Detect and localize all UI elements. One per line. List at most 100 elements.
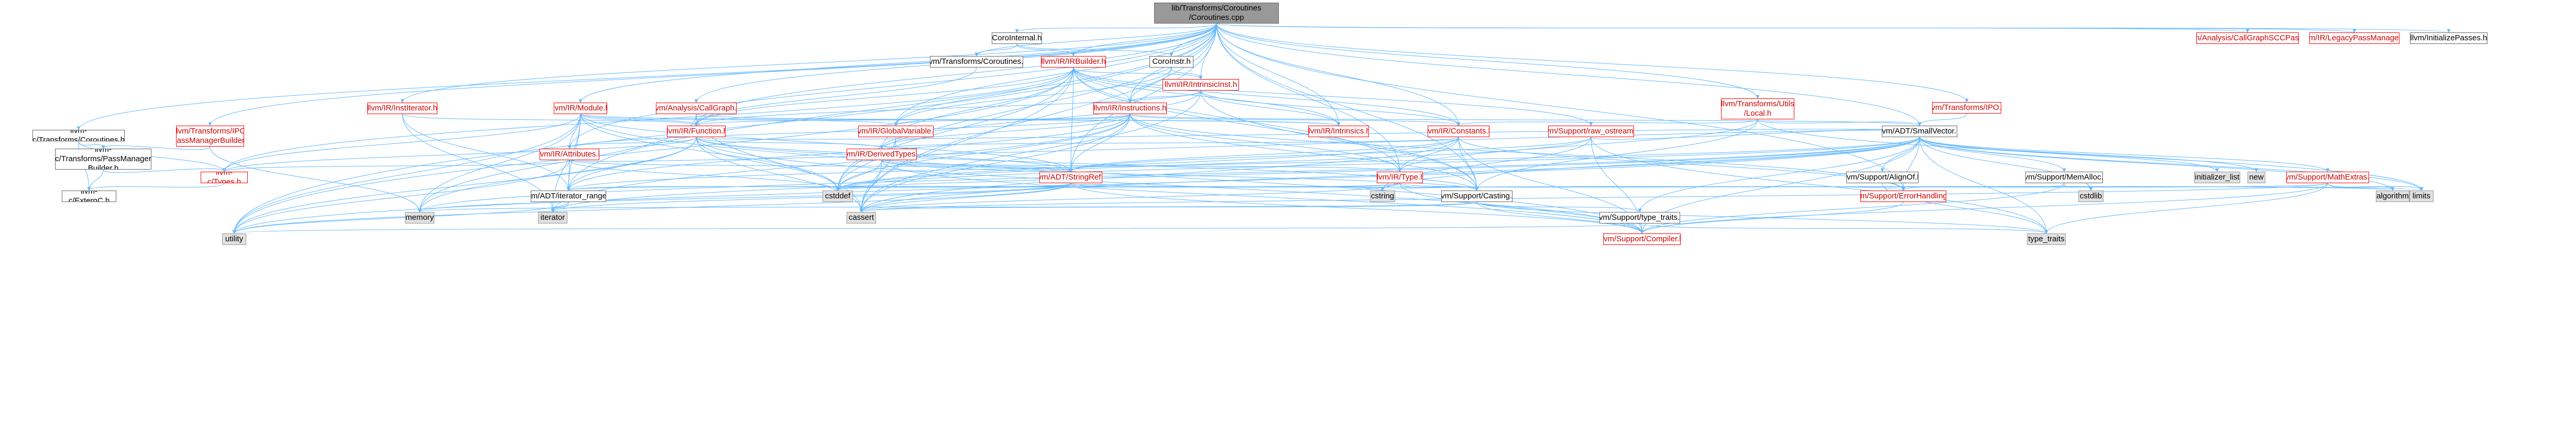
edge-stringref-to-iterrange	[566, 183, 1071, 191]
edge-irmodule-to-globalvar	[580, 114, 898, 126]
edge-llvmcTypes-to-externc	[87, 183, 225, 191]
node-transIpoPMB[interactable]: llvm/Transforms/IPO /PassManagerBuilder.…	[176, 126, 244, 147]
edge-irtype-to-cassert	[859, 183, 1400, 213]
edge-casting-to-compiler	[1476, 202, 1644, 234]
edge-mathextras-to-typetraits	[2044, 183, 2328, 234]
node-alignof[interactable]: llvm/Support/AlignOf.h	[1846, 172, 1919, 183]
edge-tuLocal-to-irtype	[1398, 119, 1758, 172]
edge-constants-to-derivedtypes	[880, 137, 1459, 149]
edge-stringref-to-memory	[418, 183, 1071, 213]
edge-irbuilder-to-globalvar	[894, 67, 1074, 126]
node-irfunction[interactable]: llvm/IR/Function.h	[667, 126, 726, 137]
edge-root-to-irtype	[1216, 23, 1402, 172]
edge-instructions-to-irfunction	[694, 114, 1131, 126]
edge-irfunction-to-llvmcTypes	[222, 137, 697, 172]
edge-typetraits_llvm-to-typetraits	[1639, 223, 2048, 234]
edge-attributes-to-smallvector	[569, 128, 1921, 162]
edge-tuLocal-to-limits	[1757, 119, 2424, 191]
edge-derivedtypes-to-casting	[881, 160, 1479, 191]
edge-instructions-to-cassert	[859, 114, 1131, 213]
node-initpasses[interactable]: llvm/InitializePasses.h	[2410, 32, 2487, 44]
edge-smallvector-to-mathextras	[1919, 137, 2330, 172]
edge-irtype-to-compiler	[1399, 183, 1644, 234]
edge-instructions-to-casting	[1130, 114, 1479, 191]
edge-root-to-transIpoPMB	[208, 23, 1217, 126]
edge-irbuilder-to-instructions	[1073, 67, 1132, 103]
node-irtype[interactable]: llvm/IR/Type.h	[1377, 172, 1423, 183]
node-institerator[interactable]: llvm/IR/InstIterator.h	[367, 103, 437, 114]
node-irmodule[interactable]: llvm/IR/Module.h	[554, 103, 607, 114]
node-corointernal[interactable]: CoroInternal.h	[992, 32, 1042, 44]
node-cstddef: cstddef	[823, 191, 853, 202]
edge-mathextras-to-limits	[2327, 183, 2424, 191]
node-limits: limits	[2409, 191, 2434, 202]
edge-irbuilder-to-irfunction	[694, 67, 1074, 126]
edge-tuLocal-to-constants	[1456, 119, 1758, 126]
edge-smallvector-to-iterrange	[566, 137, 1920, 191]
edge-transipo-to-smallvector	[1917, 113, 1967, 126]
edge-root-to-transipo	[1216, 23, 1969, 103]
node-typetraits_llvm[interactable]: llvm/Support/type_traits.h	[1599, 212, 1680, 223]
edge-irbuilder-to-intrinsicinst	[1073, 67, 1203, 80]
node-irbuilder[interactable]: llvm/IR/IRBuilder.h	[1041, 56, 1106, 68]
node-errorhandling[interactable]: llvm/Support/ErrorHandling.h	[1860, 191, 1946, 202]
edge-intrinsicinst-to-cassert	[859, 90, 1201, 213]
node-tuLocal[interactable]: llvm/Transforms/Utils /Local.h	[1721, 98, 1794, 119]
node-memalloc[interactable]: llvm/Support/MemAlloc.h	[2025, 172, 2103, 183]
node-mathextras[interactable]: llvm/Support/MathExtras.h	[2286, 172, 2369, 183]
edge-casting-to-typetraits	[1476, 202, 2048, 234]
edge-irtype-to-iterrange	[567, 183, 1400, 191]
node-coroinstr[interactable]: CoroInstr.h	[1149, 56, 1193, 68]
edge-instructions-to-stringref	[1069, 114, 1131, 172]
edge-irfunction-to-casting	[696, 137, 1479, 191]
node-globalvar[interactable]: llvm/IR/GlobalVariable.h	[858, 126, 934, 137]
edge-transcoro-to-irfunction	[694, 67, 977, 126]
node-rawostream[interactable]: llvm/Support/raw_ostream.h	[1548, 126, 1634, 137]
edge-irmodule-to-stringref	[580, 114, 1073, 172]
edge-instructions-to-cstddef	[836, 114, 1131, 191]
node-transipo[interactable]: llvm/Transforms/IPO.h	[1932, 102, 2001, 114]
edge-transIpoPMB-to-llvmcPMB	[101, 145, 211, 150]
edge-llvmcPMB-to-llvmcTypes	[103, 168, 226, 173]
edge-globalvar-to-cstddef	[836, 137, 896, 191]
edge-irbuilder-to-cassert	[859, 67, 1074, 213]
edge-smallvector-to-new	[1919, 137, 2259, 172]
node-typetraits: type_traits	[2027, 233, 2066, 245]
node-llvmcPMB[interactable]: llvm-c/Transforms/PassManager Builder.h	[55, 149, 151, 170]
node-transcoro[interactable]: llvm/Transforms/Coroutines.h	[930, 56, 1023, 68]
edge-llvmcCoro-to-llvmcTypes	[78, 141, 226, 172]
node-stringref[interactable]: llvm/ADT/StringRef.h	[1039, 172, 1102, 183]
node-cstdlib: cstdlib	[2078, 191, 2103, 202]
node-smallvector[interactable]: llvm/ADT/SmallVector.h	[1882, 126, 1957, 137]
node-attributes[interactable]: llvm/IR/Attributes.h	[540, 149, 599, 160]
node-compiler[interactable]: llvm/Support/Compiler.h	[1603, 233, 1681, 245]
node-legacy[interactable]: llvm/IR/LegacyPassManager.h	[2309, 32, 2399, 44]
edge-stringref-to-compiler	[1070, 183, 1644, 234]
node-intrinsicinst[interactable]: llvm/IR/IntrinsicInst.h	[1163, 79, 1239, 91]
node-instructions[interactable]: llvm/IR/Instructions.h	[1093, 103, 1167, 114]
node-derivedtypes[interactable]: llvm/IR/DerivedTypes.h	[847, 149, 917, 160]
edge-irfunction-to-attributes	[567, 137, 697, 149]
edge-attributes-to-cstddef	[569, 160, 840, 191]
edge-typetraits_llvm-to-utility	[233, 223, 1640, 234]
node-externc[interactable]: llvm-c/ExternC.h	[62, 191, 116, 202]
node-llvmcCoro[interactable]: llvm-c/Transforms/Coroutines.h	[32, 130, 125, 141]
edge-root-to-attributes	[567, 23, 1217, 149]
node-llvmcTypes[interactable]: llvm-c/Types.h	[201, 172, 248, 183]
edge-coroinstr-to-instructions	[1128, 67, 1172, 103]
node-iterrange[interactable]: llvm/ADT/iterator_range.h	[531, 191, 606, 202]
node-cgscc[interactable]: llvm/Analysis/CallGraphSCCPass.h	[2196, 32, 2299, 44]
edge-irbuilder-to-constants	[1073, 67, 1461, 126]
node-iterator: iterator	[538, 212, 567, 223]
node-cstring: cstring	[1370, 191, 1395, 202]
edge-irbuilder-to-rawostream	[1073, 67, 1593, 126]
node-intrinsics[interactable]: llvm/IR/Intrinsics.h	[1308, 126, 1369, 137]
node-callgraph[interactable]: llvm/Analysis/CallGraph.h	[656, 103, 737, 114]
edge-constants-to-stringref	[1069, 137, 1459, 172]
node-casting[interactable]: llvm/Support/Casting.h	[1441, 191, 1512, 202]
node-constants[interactable]: llvm/IR/Constants.h	[1428, 126, 1489, 137]
edge-casting-to-typetraits_llvm	[1476, 202, 1642, 213]
edge-irbuilder-to-stringref	[1069, 67, 1074, 172]
